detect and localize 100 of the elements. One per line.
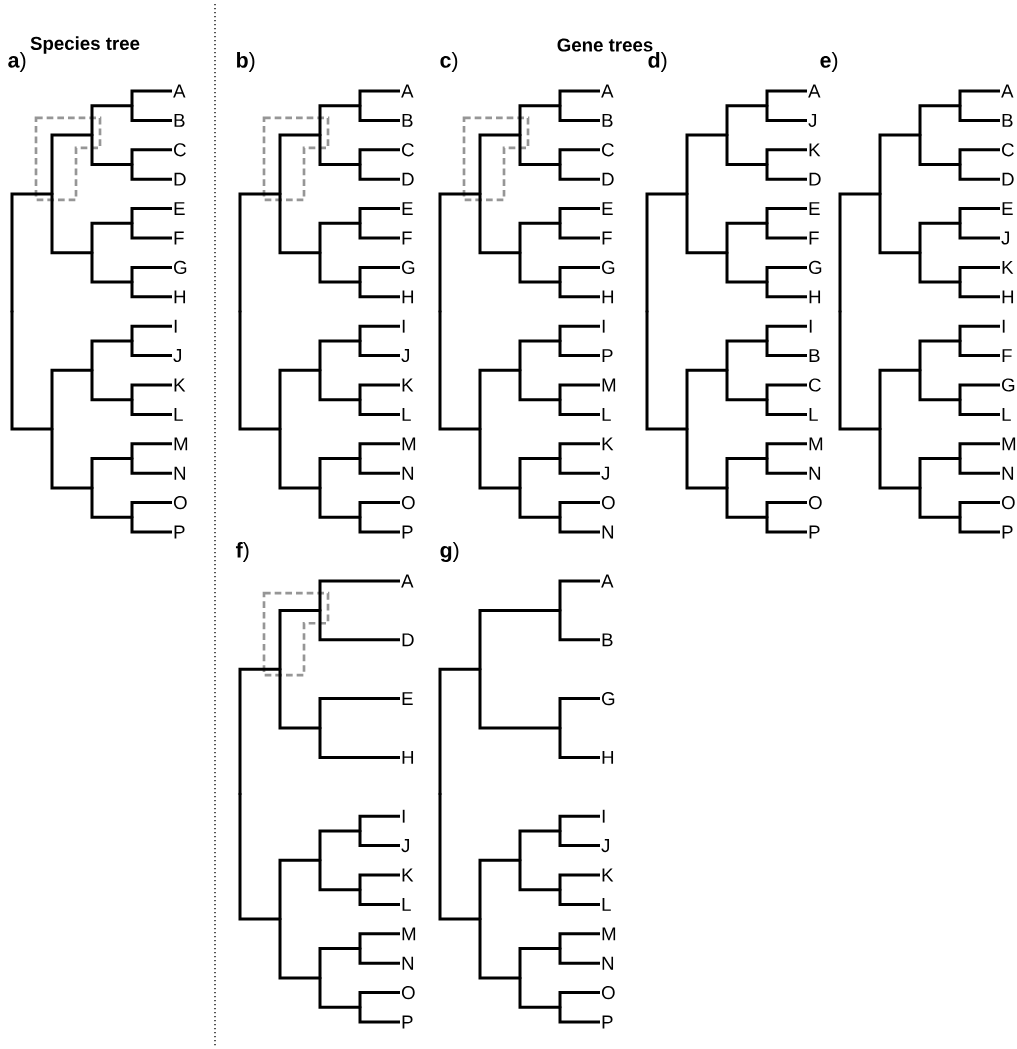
branch-line <box>765 458 807 475</box>
leaf-label: P <box>1002 525 1013 539</box>
leaf-label: C <box>174 143 186 157</box>
leaf-label: O <box>601 496 615 510</box>
branch-line <box>958 265 1000 283</box>
branch-line <box>558 282 600 299</box>
branch-line <box>318 252 360 284</box>
branch-line <box>130 501 172 518</box>
branch-line <box>878 429 920 490</box>
branch-line <box>958 517 1000 534</box>
heading: Gene trees <box>557 38 653 52</box>
branch-line <box>318 697 400 728</box>
branch-line <box>765 517 807 534</box>
branch-line <box>878 133 920 194</box>
leaf-label: D <box>602 172 614 186</box>
branch-line <box>518 221 560 253</box>
branch-line <box>765 105 807 122</box>
branch-line <box>765 148 807 165</box>
branch-line <box>765 383 807 400</box>
branch-line <box>478 608 560 670</box>
branch-line <box>278 133 320 194</box>
branch-line <box>765 324 807 341</box>
branch-line <box>558 814 600 831</box>
branch-line <box>318 135 360 166</box>
branch-line <box>765 207 807 224</box>
branch-line <box>558 164 600 181</box>
leaf-label: C <box>809 378 821 392</box>
leaf-label: N <box>809 466 821 480</box>
branch-line <box>278 608 320 670</box>
leaf-label: M <box>402 927 416 941</box>
branch-line <box>725 252 767 284</box>
branch-line <box>278 193 320 255</box>
leaf-label: E <box>809 202 820 215</box>
branch-line <box>958 340 1000 358</box>
leaf-label: O <box>401 496 415 510</box>
leaf-label: I <box>602 319 605 333</box>
branch-line <box>358 164 400 181</box>
branch-line <box>318 370 360 402</box>
branch-line <box>278 429 320 490</box>
branch-line <box>130 517 172 534</box>
leaf-label: B <box>809 349 820 362</box>
branch-line <box>318 457 360 488</box>
branch-line <box>358 340 400 358</box>
branch-line <box>358 207 400 224</box>
leaf-label: B <box>1002 114 1013 127</box>
branch-line <box>478 133 520 194</box>
branch-line <box>518 252 560 284</box>
branch-line <box>130 458 172 475</box>
branch-line <box>558 991 600 1008</box>
leaf-label: A <box>401 574 414 588</box>
branch-line <box>518 339 560 371</box>
branch-line <box>958 324 1000 341</box>
branch-line <box>130 148 172 165</box>
branch-line <box>958 282 1000 299</box>
branch-line <box>130 399 172 416</box>
leaf-label: K <box>1002 261 1014 274</box>
leaf-label: G <box>602 692 615 706</box>
branch-line <box>765 501 807 518</box>
branch-line <box>358 442 400 459</box>
heading: Species tree <box>30 36 140 54</box>
branch-line <box>130 223 172 240</box>
leaf-label: M <box>174 437 188 451</box>
panel-letter: f) <box>235 542 249 562</box>
branch-line <box>358 501 400 518</box>
leaf-label: D <box>402 172 414 186</box>
branch-line <box>358 873 400 890</box>
branch-line <box>725 370 767 402</box>
leaf-label: B <box>174 114 185 127</box>
leaf-label: D <box>1002 172 1014 186</box>
branch-line <box>918 457 960 488</box>
branch-line <box>558 697 600 728</box>
branch-line <box>765 89 807 106</box>
leaf-label: M <box>402 437 416 451</box>
branch-line <box>518 487 560 519</box>
branch-line <box>558 265 600 283</box>
leaf-label: A <box>601 574 614 588</box>
leaf-label: N <box>402 956 414 970</box>
branch-line <box>318 610 400 642</box>
branch-line <box>130 89 172 106</box>
leaf-label: G <box>174 260 187 274</box>
branch-line <box>358 383 400 400</box>
branch-line <box>358 458 400 475</box>
branch-line <box>725 339 767 371</box>
branch-line <box>838 192 880 312</box>
branch-line <box>518 457 560 488</box>
branch-line <box>685 133 727 194</box>
branch-line <box>358 399 400 416</box>
branch-line <box>318 860 360 892</box>
leaf-label: F <box>174 231 184 245</box>
branch-line <box>90 252 132 284</box>
branch-line <box>478 429 520 490</box>
branch-line <box>685 368 727 430</box>
branch-line <box>958 148 1000 165</box>
leaf-label: J <box>808 113 816 127</box>
leaf-label: N <box>402 466 414 480</box>
branch-line <box>438 192 480 312</box>
branch-line <box>918 104 960 136</box>
branch-line <box>765 399 807 416</box>
leaf-label: O <box>601 986 615 1000</box>
branch-line <box>645 311 687 431</box>
